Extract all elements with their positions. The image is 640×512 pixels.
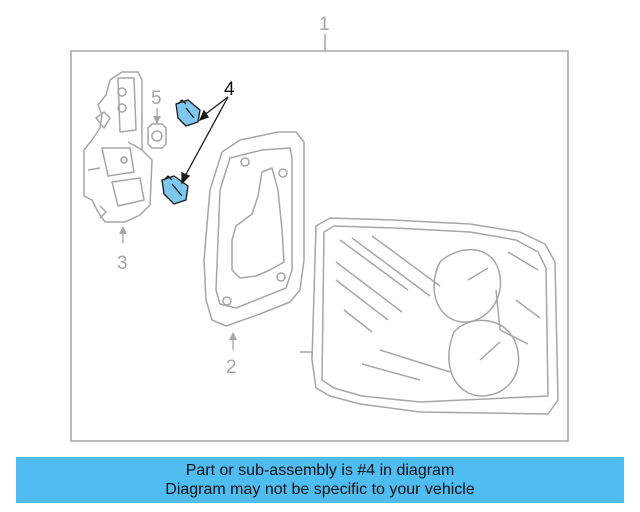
caption-line-1: Part or sub-assembly is #4 in diagram — [185, 462, 455, 479]
socket-part — [147, 123, 167, 149]
callout-3-arrowhead — [119, 226, 127, 234]
bulb-upper — [175, 99, 201, 127]
callout-5-label: 5 — [151, 88, 162, 109]
callout-4-leaders — [181, 96, 229, 185]
bulb-holder-part — [83, 71, 153, 223]
callout-2-label: 2 — [226, 357, 237, 378]
callout-4-label: 4 — [224, 79, 235, 100]
callout-5-arrowhead — [153, 116, 161, 124]
callout-1-label: 1 — [319, 14, 330, 35]
caption-banner: Part or sub-assembly is #4 in diagram Di… — [16, 457, 624, 503]
caption-line-2: Diagram may not be specific to your vehi… — [165, 481, 475, 498]
tail-lamp-housing — [300, 217, 559, 415]
parts-diagram: 1 3 5 4 — [70, 14, 569, 442]
callout-3-label: 3 — [117, 253, 128, 274]
callout-2-arrowhead — [229, 332, 237, 340]
assembly-frame — [70, 50, 569, 442]
lamp-gasket-part — [203, 131, 305, 327]
